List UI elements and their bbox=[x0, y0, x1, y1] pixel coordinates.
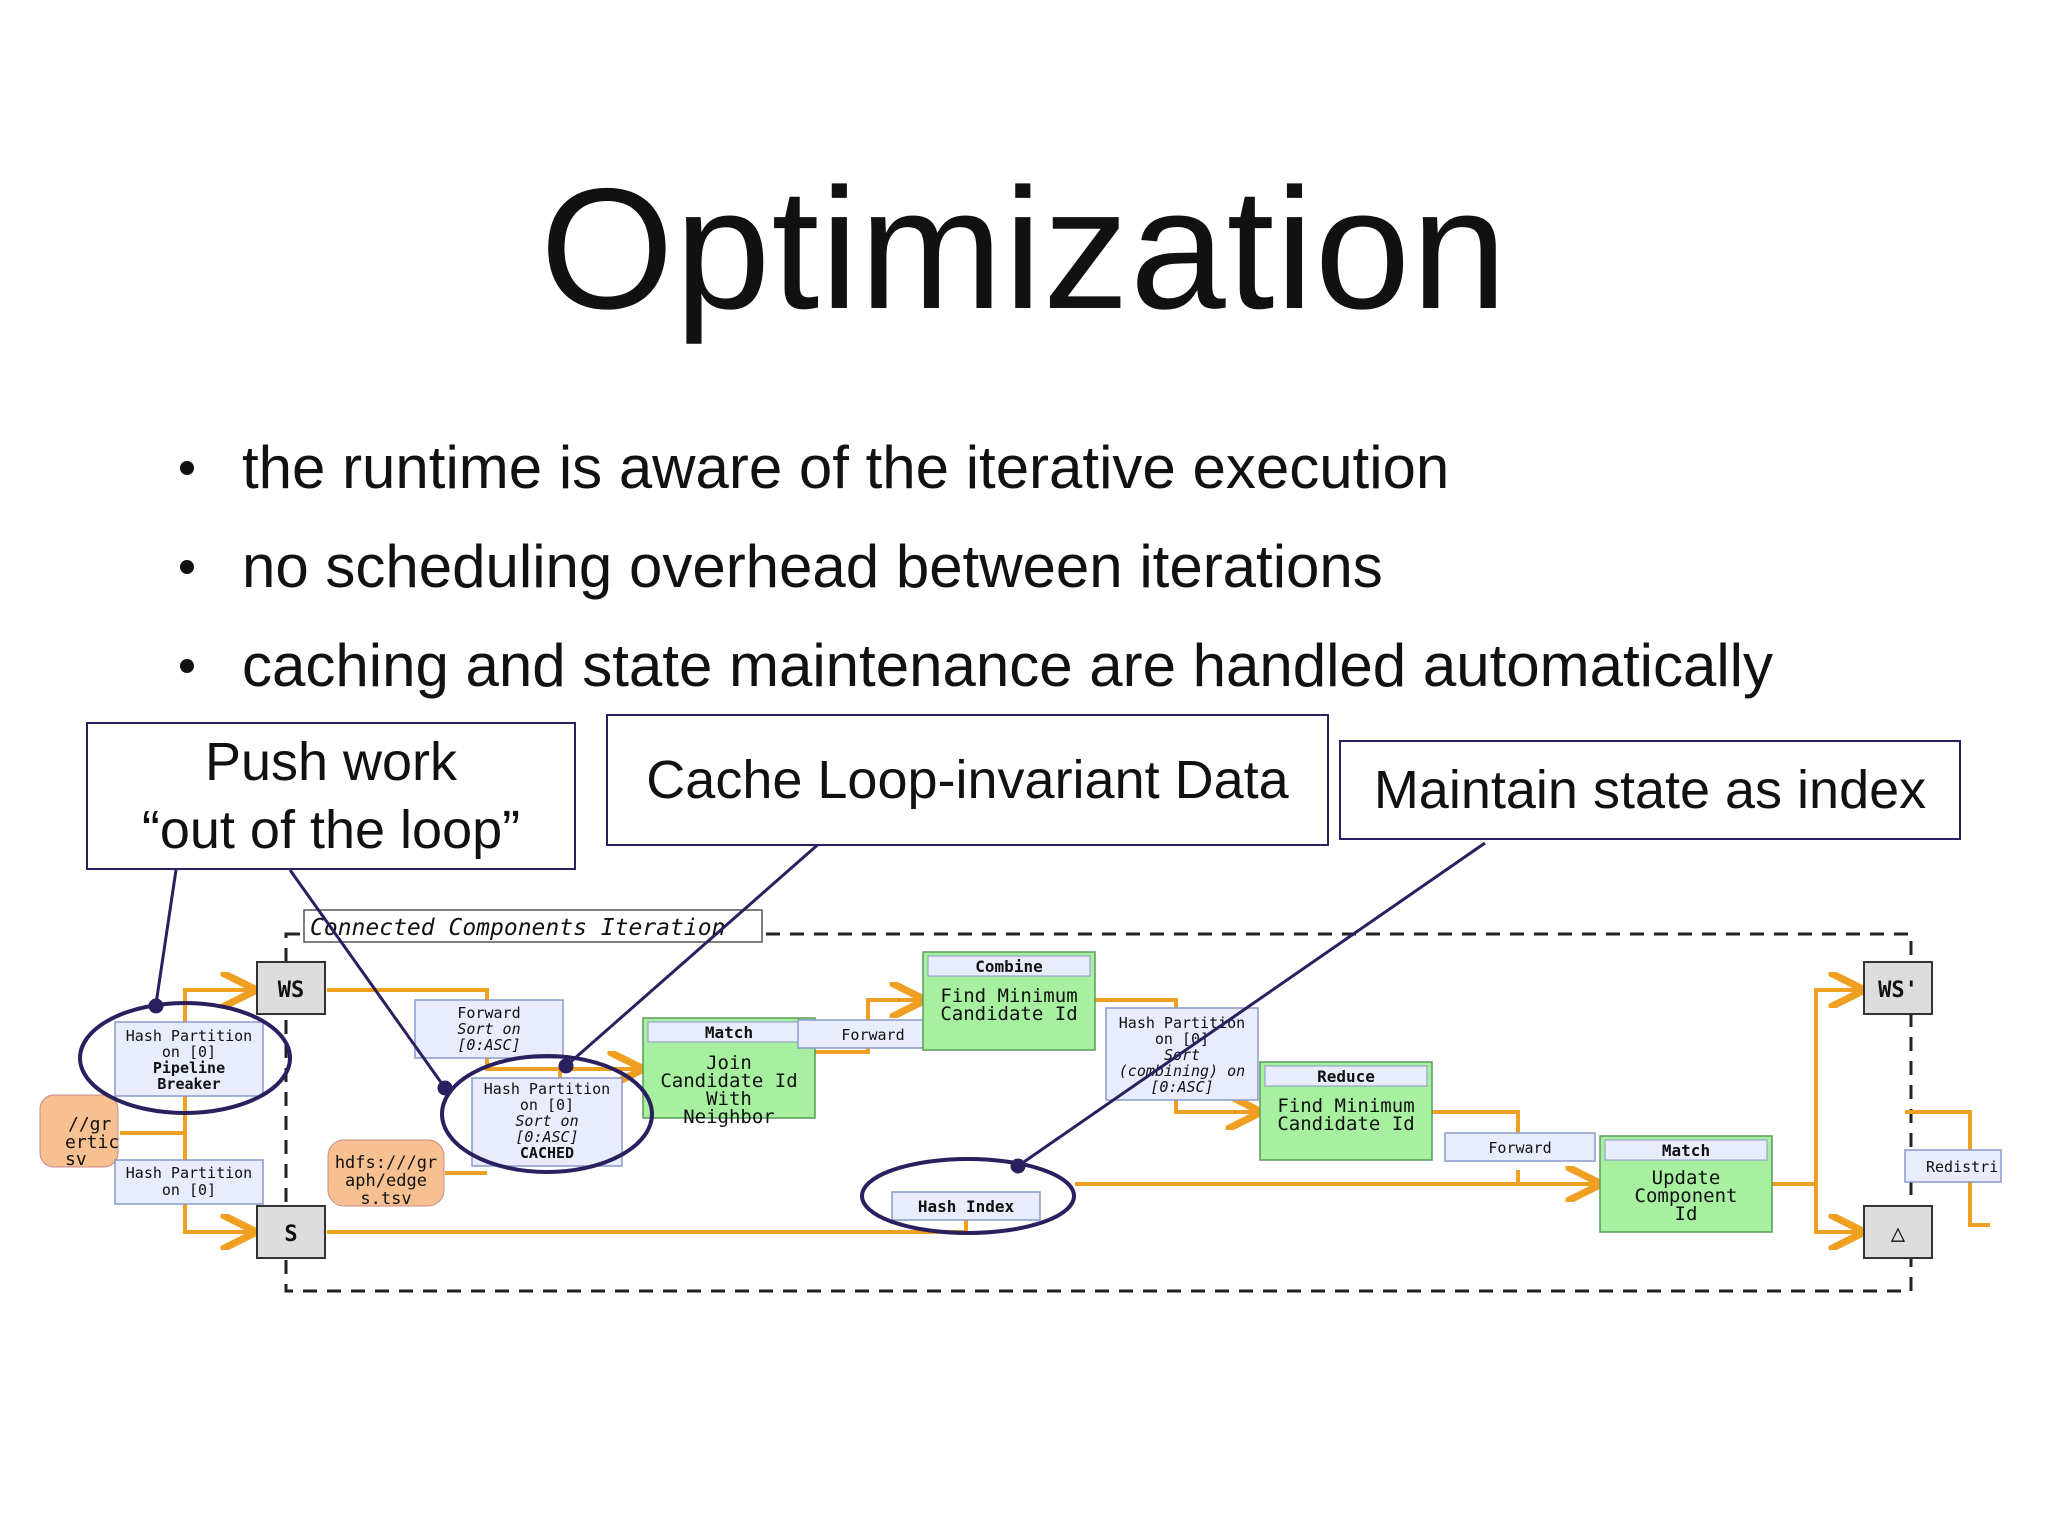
source-partial-line: //gr bbox=[68, 1114, 112, 1135]
node-header-text: Combine bbox=[975, 957, 1042, 976]
node-line: s.tsv bbox=[360, 1189, 411, 1209]
pointer-dot bbox=[148, 998, 164, 1014]
node-line: Id bbox=[1675, 1203, 1698, 1225]
forward-sort-node bbox=[414, 999, 564, 1059]
pointer-dot bbox=[437, 1080, 453, 1096]
source-node-partial bbox=[39, 1094, 119, 1168]
node-line: Component bbox=[1635, 1185, 1738, 1207]
bullet-dot-icon bbox=[180, 461, 194, 475]
bullet-item: caching and state maintenance are handle… bbox=[180, 628, 1773, 727]
slide-title: Optimization bbox=[540, 153, 1508, 345]
source-partial-line: sv bbox=[65, 1149, 87, 1170]
callout-pointer bbox=[154, 869, 178, 1005]
node-header-text: Reduce bbox=[1317, 1067, 1375, 1086]
highlight-circle-hash-index bbox=[860, 1157, 1076, 1235]
node-line: Forward bbox=[1488, 1139, 1551, 1157]
node-line: Update bbox=[1652, 1167, 1721, 1189]
pointer-dot bbox=[1010, 1158, 1026, 1174]
highlight-circle-pipeline bbox=[78, 1001, 292, 1115]
callout-pointer bbox=[565, 810, 856, 1068]
edge bbox=[183, 990, 253, 1030]
callout-text: Cache Loop-invariant Data bbox=[646, 750, 1289, 810]
ws-node bbox=[256, 961, 326, 1015]
hash-partition-pipeline-breaker bbox=[114, 1021, 264, 1097]
node-line: Candidate Id bbox=[940, 1003, 1077, 1025]
node-line: on [0] bbox=[520, 1096, 574, 1114]
edge bbox=[183, 1095, 253, 1232]
edge bbox=[485, 1054, 640, 1069]
edge bbox=[1174, 1100, 1258, 1112]
callout-cache: Cache Loop-invariant Data bbox=[606, 714, 1329, 846]
hash-partition-cached-node bbox=[471, 1077, 623, 1167]
hash-partition-node bbox=[114, 1159, 264, 1205]
node-header bbox=[1264, 1065, 1428, 1087]
node-line: Forward bbox=[841, 1026, 904, 1044]
node-line: Neighbor bbox=[683, 1106, 775, 1128]
callout-text: Maintain state as index bbox=[1373, 760, 1927, 820]
node-line: hdfs:///gr bbox=[335, 1153, 437, 1173]
node-line: Hash Partition bbox=[126, 1164, 252, 1182]
node-line: Hash Partition bbox=[126, 1027, 252, 1045]
node-line: Breaker bbox=[157, 1075, 220, 1093]
node-line: on [0] bbox=[162, 1181, 216, 1199]
node-line: Find Minimum bbox=[1277, 1095, 1414, 1117]
node-line: Hash Partition bbox=[484, 1080, 610, 1098]
node-line: Redistri bbox=[1926, 1158, 1998, 1176]
iteration-label-box bbox=[303, 909, 763, 943]
callout-text: “out of the loop” bbox=[141, 800, 521, 860]
s-label: S bbox=[284, 1222, 297, 1247]
node-line: Find Minimum bbox=[940, 985, 1077, 1007]
edge bbox=[1814, 1184, 1861, 1232]
bullet-text: the runtime is aware of the iterative ex… bbox=[242, 434, 1450, 501]
bullet-text: caching and state maintenance are handle… bbox=[242, 632, 1773, 699]
bullet-item: no scheduling overhead between iteration… bbox=[180, 529, 1773, 628]
bullet-dot-icon bbox=[180, 560, 194, 574]
ws-label: WS bbox=[278, 978, 305, 1003]
highlight-circle-cached bbox=[440, 1054, 654, 1174]
node-line: Join bbox=[706, 1052, 752, 1074]
source-partial-line: ertic bbox=[65, 1132, 119, 1153]
iteration-label: Connected Components Iteration bbox=[310, 915, 725, 941]
callout-pointer bbox=[288, 869, 447, 1089]
node-line: Hash Index bbox=[918, 1197, 1015, 1216]
s-node bbox=[256, 1205, 326, 1259]
node-line: [0:ASC] bbox=[457, 1036, 520, 1054]
pointer-dot bbox=[558, 1058, 574, 1074]
bullet-text: no scheduling overhead between iteration… bbox=[242, 533, 1383, 600]
hdfs-source-node bbox=[327, 1139, 445, 1207]
redistribute-node-partial bbox=[1904, 1149, 2002, 1183]
callout-pointer bbox=[1017, 841, 1486, 1168]
node-line: CACHED bbox=[520, 1144, 574, 1162]
node-line: Sort on bbox=[515, 1112, 578, 1130]
ws-prime-node bbox=[1863, 961, 1933, 1015]
node-line: Candidate Id bbox=[660, 1070, 797, 1092]
delta-label: △ bbox=[1891, 1219, 1906, 1247]
node-line: Sort on bbox=[457, 1020, 520, 1038]
callout-text: Push work bbox=[204, 732, 458, 792]
node-line: on [0] bbox=[162, 1043, 216, 1061]
node-line: [0:ASC] bbox=[515, 1128, 578, 1146]
hash-index-node bbox=[891, 1191, 1041, 1221]
ws-prime-label: WS' bbox=[1878, 978, 1918, 1003]
node-header-text: Match bbox=[1662, 1141, 1710, 1160]
callout-push-work: Push work “out of the loop” bbox=[86, 722, 576, 870]
node-header bbox=[927, 955, 1091, 977]
forward-node bbox=[1444, 1132, 1596, 1162]
node-header-text: Match bbox=[705, 1023, 753, 1042]
node-line: With bbox=[706, 1088, 752, 1110]
bullet-item: the runtime is aware of the iterative ex… bbox=[180, 430, 1773, 529]
delta-node bbox=[1863, 1205, 1933, 1259]
node-line: Pipeline bbox=[153, 1059, 225, 1077]
node-header bbox=[1604, 1139, 1768, 1161]
bullet-list: the runtime is aware of the iterative ex… bbox=[180, 430, 1773, 727]
node-line: [0:ASC] bbox=[1150, 1078, 1213, 1096]
node-line: Hash Partition bbox=[1119, 1014, 1245, 1032]
node-line: Forward bbox=[457, 1004, 520, 1022]
node-line: aph/edge bbox=[345, 1171, 427, 1191]
callout-state-index: Maintain state as index bbox=[1339, 740, 1961, 840]
bullet-dot-icon bbox=[180, 659, 194, 673]
edge bbox=[1770, 990, 1861, 1186]
node-line: Candidate Id bbox=[1277, 1113, 1414, 1135]
